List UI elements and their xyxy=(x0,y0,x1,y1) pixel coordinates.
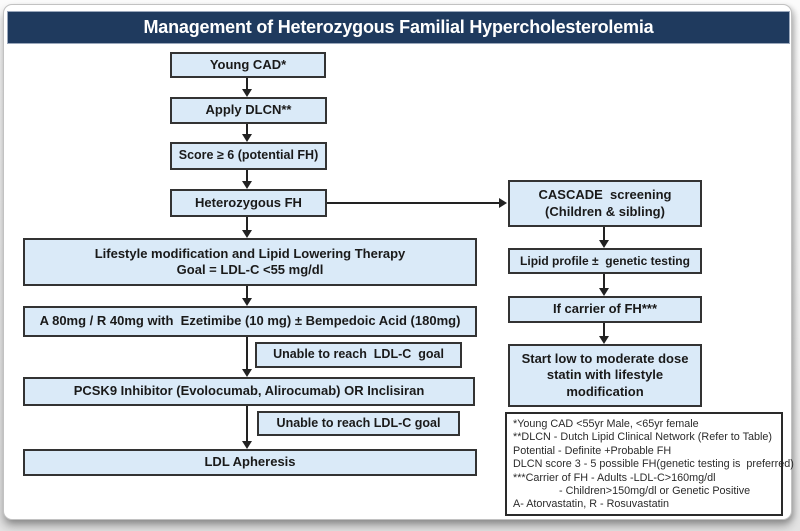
down-arrow-icon-1 xyxy=(242,78,252,97)
down-arrow-icon-7 xyxy=(242,406,252,449)
footnote-line-1: *Young CAD <55yr Male, <65yr female xyxy=(513,418,699,430)
title-bar: Management of Heterozygous Familial Hype… xyxy=(7,11,790,44)
down-arrow-icon-2 xyxy=(242,124,252,142)
node-statin-combo-label: A 80mg / R 40mg with Ezetimibe (10 mg) ±… xyxy=(39,313,461,329)
node-apply-dlcn-label: Apply DLCN** xyxy=(205,102,292,118)
node-unable-goal-2: Unable to reach LDL-C goal xyxy=(257,411,460,436)
node-pcsk9: PCSK9 Inhibitor (Evolocumab, Alirocumab)… xyxy=(23,377,475,406)
node-unable-goal-1: Unable to reach LDL-C goal xyxy=(255,342,462,368)
down-arrow-icon-3 xyxy=(242,170,252,189)
node-young-cad: Young CAD* xyxy=(170,52,326,78)
node-heterozygous-fh-label: Heterozygous FH xyxy=(195,194,302,210)
node-lipid-profile-label: Lipid profile ± genetic testing xyxy=(520,253,690,268)
down-arrow-icon-9 xyxy=(599,274,609,296)
node-score-label: Score ≥ 6 (potential FH) xyxy=(178,148,319,163)
node-lifestyle-therapy: Lifestyle modification and Lipid Lowerin… xyxy=(23,238,477,286)
footnote-line-4: DLCN score 3 - 5 possible FH(genetic tes… xyxy=(513,458,794,471)
node-ldl-apheresis-label: LDL Apheresis xyxy=(204,454,296,470)
node-lipid-profile: Lipid profile ± genetic testing xyxy=(508,248,702,274)
node-heterozygous-fh: Heterozygous FH xyxy=(170,189,327,217)
node-start-statin: Start low to moderate dose statin with l… xyxy=(508,344,702,407)
node-lifestyle-line2: Goal = LDL-C <55 mg/dl xyxy=(176,262,324,277)
node-lifestyle-line1: Lifestyle modification and Lipid Lowerin… xyxy=(94,245,406,261)
page-title: Management of Heterozygous Familial Hype… xyxy=(143,17,654,37)
down-arrow-icon-4 xyxy=(242,217,252,238)
node-statin-combo: A 80mg / R 40mg with Ezetimibe (10 mg) ±… xyxy=(23,306,477,337)
footnote-line-2: **DLCN - Dutch Lipid Clinical Network (R… xyxy=(513,431,773,444)
down-arrow-icon-5 xyxy=(242,286,252,306)
footnote-line-5: ***Carrier of FH - Adults -LDL-C>160mg/d… xyxy=(513,471,716,484)
node-unable-goal-2-label: Unable to reach LDL-C goal xyxy=(276,415,441,430)
node-cascade-line1: CASCADE screening xyxy=(538,187,672,203)
node-cascade-screening: CASCADE screening (Children & sibling) xyxy=(508,180,702,227)
node-score: Score ≥ 6 (potential FH) xyxy=(170,142,327,170)
node-unable-goal-1-label: Unable to reach LDL-C goal xyxy=(273,347,444,362)
node-start-statin-label: Start low to moderate dose statin with l… xyxy=(521,351,689,399)
node-pcsk9-label: PCSK9 Inhibitor (Evolocumab, Alirocumab)… xyxy=(73,383,425,399)
node-young-cad-label: Young CAD* xyxy=(209,56,287,72)
node-apply-dlcn: Apply DLCN** xyxy=(170,97,327,124)
node-carrier-fh: If carrier of FH*** xyxy=(508,296,702,323)
footnote-line-6: - Children>150mg/dl or Genetic Positive xyxy=(559,485,751,498)
right-arrow-icon xyxy=(327,198,507,208)
down-arrow-icon-6 xyxy=(242,337,252,377)
footnote-line-3: Potential - Definite +Probable FH xyxy=(513,444,672,457)
down-arrow-icon-8 xyxy=(599,227,609,248)
node-carrier-fh-label: If carrier of FH*** xyxy=(552,301,658,317)
footnote-line-7: A- Atorvastatin, R - Rosuvastatin xyxy=(513,498,670,511)
down-arrow-icon-10 xyxy=(599,323,609,344)
footnote-box: *Young CAD <55yr Male, <65yr female **DL… xyxy=(505,412,794,516)
node-cascade-line2: (Children & sibling) xyxy=(545,203,665,219)
node-ldl-apheresis: LDL Apheresis xyxy=(23,449,477,476)
